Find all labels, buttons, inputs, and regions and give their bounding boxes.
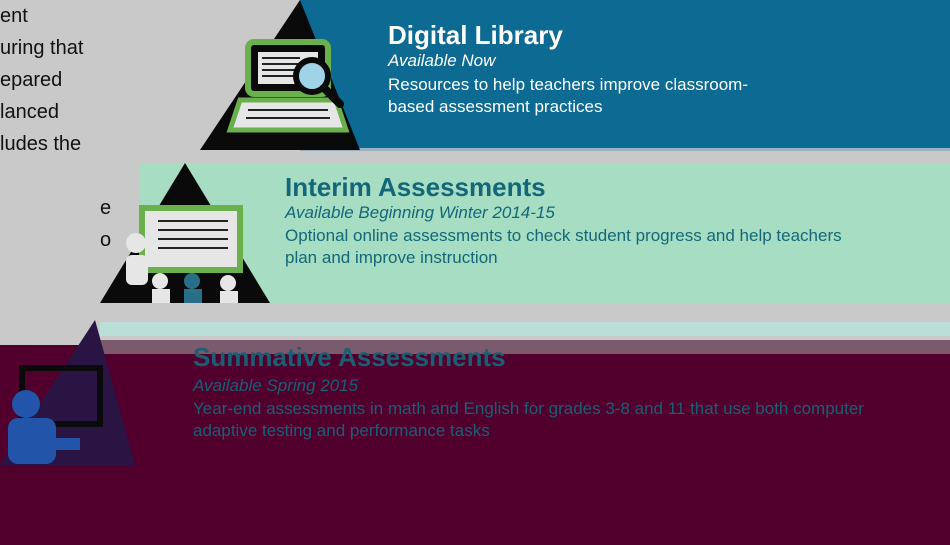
intro-line: uring that (0, 37, 84, 59)
intro-line: epared (0, 69, 63, 91)
pyramid-bottom-icon (0, 320, 135, 465)
tier-title: Digital Library (388, 20, 563, 50)
interim-band-divider (100, 322, 950, 336)
intro-line: lanced (0, 101, 59, 123)
tier-availability: Available Beginning Winter 2014-15 (285, 203, 555, 222)
tier-availability: Available Spring 2015 (193, 376, 359, 395)
teacher-icon (126, 233, 146, 253)
tier-availability: Available Now (388, 51, 496, 70)
tier-title: Interim Assessments (285, 172, 546, 202)
summative-band-header (100, 340, 950, 354)
tier-description: Optional online assessments to check stu… (285, 226, 842, 267)
pyramid-top-icon (200, 0, 360, 150)
intro-line: o (100, 229, 112, 251)
intro-text: ent uring that epared lanced ludes the e… (0, 0, 120, 256)
summative-band (0, 345, 950, 545)
digital-library-band-divider (300, 148, 950, 151)
tier-description: Year-end assessments in math and English… (193, 399, 864, 440)
tier-title: Summative Assessments (193, 342, 506, 372)
student-icon (12, 390, 40, 418)
digital-library-band (300, 0, 950, 148)
tier-description: Resources to help teachers improve class… (388, 75, 748, 116)
intro-line: ludes the (0, 133, 82, 155)
intro-line: e (100, 197, 112, 219)
magnifier-icon (293, 57, 331, 95)
intro-line: ent (0, 5, 28, 27)
pyramid-mid-icon (100, 163, 270, 303)
interim-band (140, 163, 950, 303)
